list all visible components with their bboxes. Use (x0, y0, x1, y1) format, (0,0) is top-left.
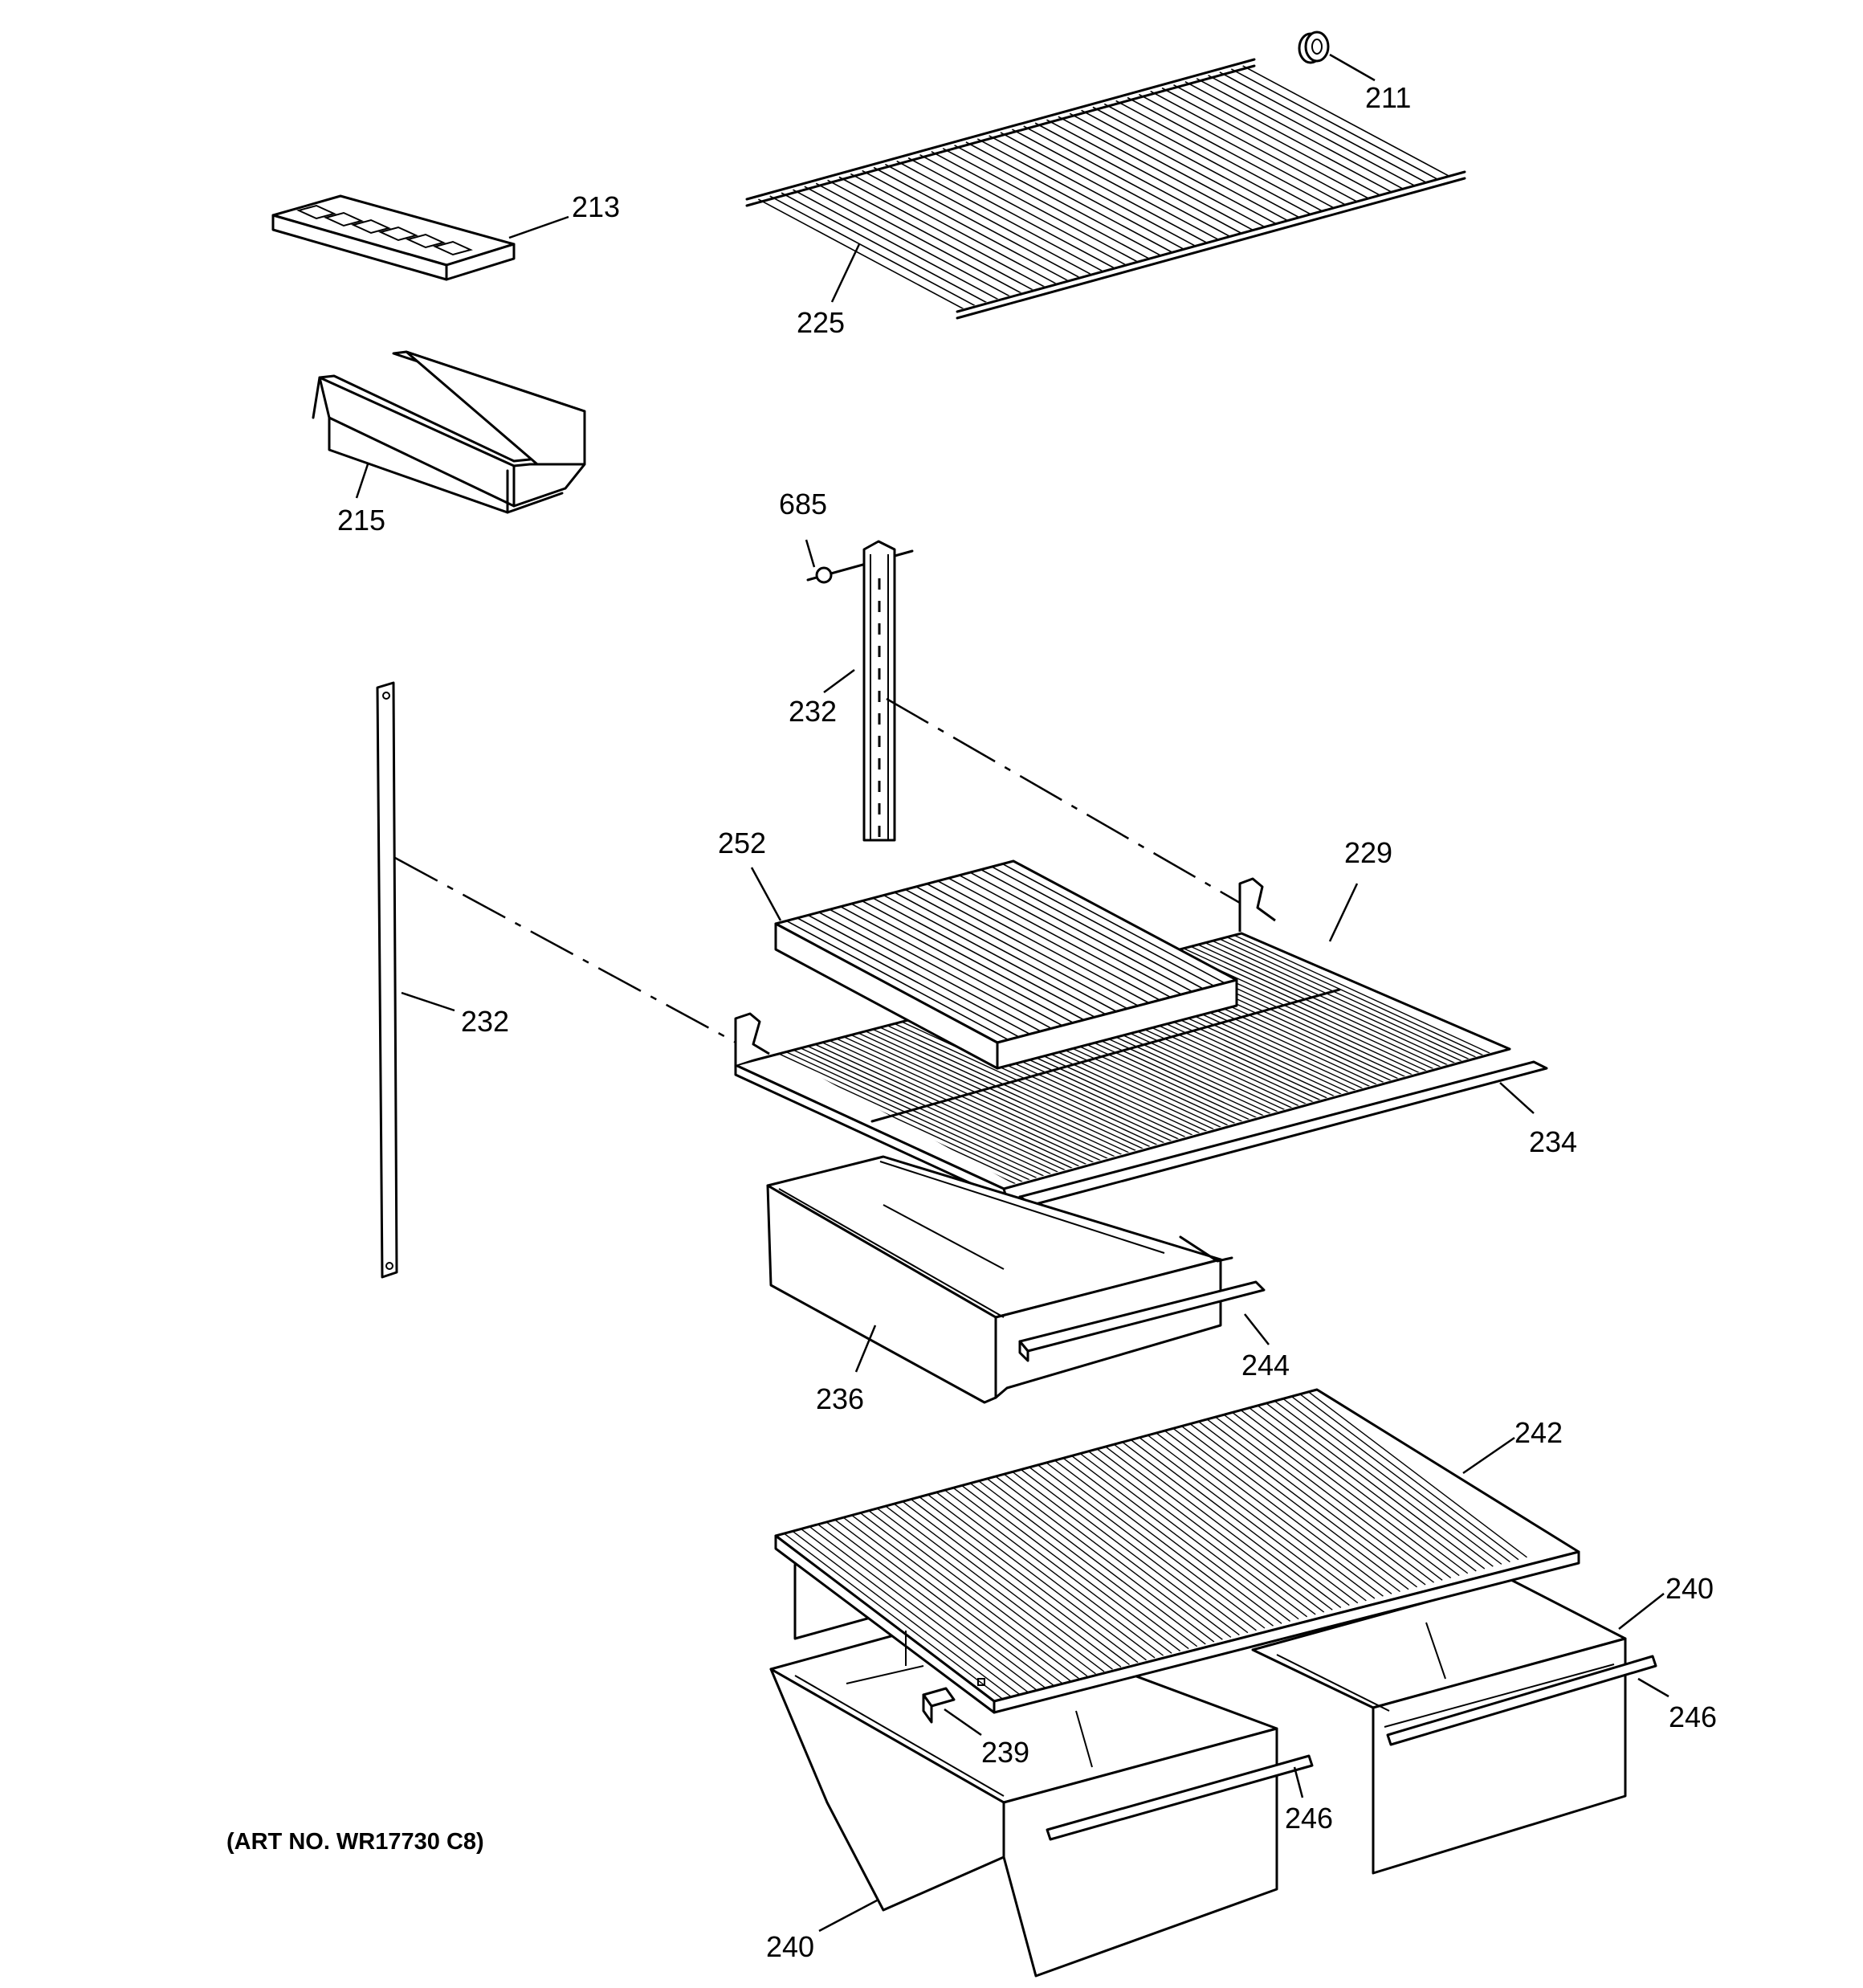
part-213-ice-tray (271, 194, 516, 281)
label-232-left: 232 (461, 1005, 509, 1038)
label-244: 244 (1241, 1349, 1290, 1382)
label-225: 225 (797, 306, 845, 339)
label-234: 234 (1529, 1125, 1577, 1158)
part-232-shelf-support-right (862, 540, 896, 842)
label-246-right: 246 (1669, 1700, 1717, 1733)
part-239-clip (922, 1687, 956, 1724)
part-252-cover (774, 859, 1238, 1070)
label-213: 213 (572, 190, 620, 223)
part-685-screw (806, 549, 914, 584)
label-246-left: 246 (1285, 1802, 1333, 1835)
part-211-shelf-stop (1298, 31, 1330, 64)
alignment-lines (394, 697, 1241, 1047)
part-labels: 211 213 225 215 685 232 232 252 229 234 … (226, 81, 1717, 1963)
part-215-bin (312, 350, 586, 514)
label-240-left: 240 (766, 1930, 814, 1963)
part-225-wire-shelf (745, 58, 1466, 320)
label-242: 242 (1514, 1416, 1563, 1449)
part-244-trim (1018, 1280, 1266, 1362)
label-232-right: 232 (789, 695, 837, 728)
label-236: 236 (816, 1382, 864, 1415)
part-240-crisper-right (1251, 1578, 1627, 1875)
part-242-cover (774, 1388, 1580, 1714)
leader-lines (355, 53, 1669, 1933)
label-252: 252 (718, 827, 766, 859)
part-232-shelf-support-left (376, 681, 398, 1279)
label-240-right: 240 (1665, 1572, 1714, 1605)
part-246-handle-left (1046, 1754, 1314, 1841)
label-239: 239 (981, 1736, 1029, 1769)
label-229: 229 (1344, 836, 1392, 869)
part-246-handle-right (1386, 1655, 1657, 1746)
art-number: (ART NO. WR17730 C8) (226, 1829, 484, 1855)
label-211: 211 (1365, 81, 1411, 114)
label-215: 215 (337, 504, 385, 537)
label-685: 685 (779, 488, 827, 520)
part-236-drawer (766, 1155, 1233, 1404)
